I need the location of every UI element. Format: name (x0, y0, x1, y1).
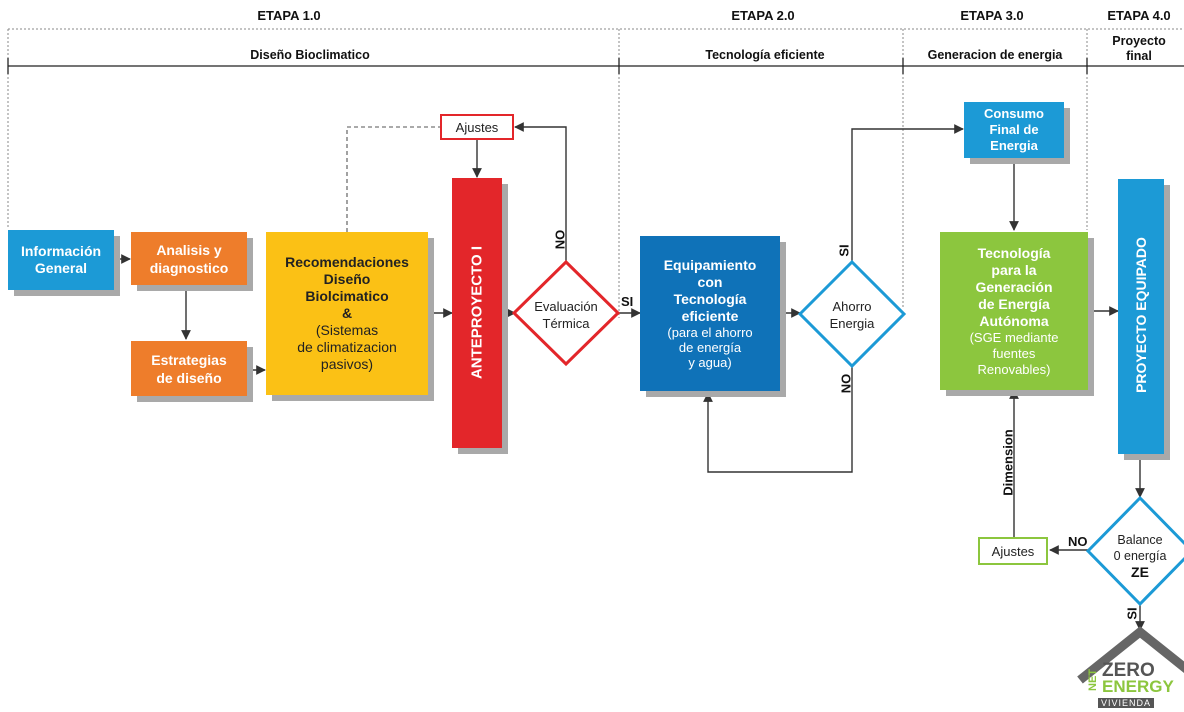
node-text-line: & (341, 305, 353, 321)
node-text-line: eficiente (681, 308, 739, 324)
stage-1-title: ETAPA 1.0 (257, 8, 321, 23)
analisis-box: Analisis y diagnostico (131, 232, 247, 285)
node-text-line: de Energía (978, 295, 1050, 312)
node-text-line: con (697, 274, 723, 290)
node-text-line: 0 energía (1113, 549, 1167, 563)
node-text-line: Analisis y (156, 241, 222, 258)
logo-net-text: NET (1087, 669, 1099, 691)
node-text-line: y agua) (688, 355, 732, 370)
stage-1-subtitle: Diseño Bioclimatico (250, 48, 370, 62)
node-text-line: Estrategias (151, 351, 227, 368)
node-text-line: Recomendaciones (285, 254, 409, 270)
ajustes-bottom-box: Ajustes (978, 537, 1048, 565)
stage-2-title: ETAPA 2.0 (731, 8, 795, 23)
node-text-line: Ahorro (832, 299, 872, 314)
node-text-line: (SGE mediante (969, 329, 1059, 345)
node-text-line: Térmica (542, 316, 590, 331)
node-text-line: Diseño (323, 271, 371, 287)
node-text-line: de energía (678, 340, 742, 355)
node-text-line: Energia (990, 138, 1038, 153)
stage-4-subtitle: Proyecto final (1094, 34, 1184, 64)
zero-energy-logo: NET ZERO ENERGY VIVIENDA (1086, 660, 1184, 712)
node-text-line: Información (20, 243, 102, 259)
stage-4-subtitle-line: Proyecto (1112, 34, 1166, 48)
node-text-line: General (34, 260, 88, 276)
stage-4-subtitle-line: final (1126, 49, 1152, 63)
edge-label-no-evaluacion: NO (552, 229, 568, 250)
ahorro-label: Ahorro Energia (810, 298, 894, 332)
node-text-line: de diseño (156, 369, 222, 386)
logo-zero-text: ZERO (1102, 660, 1155, 681)
node-text-line: Tecnología (977, 244, 1051, 261)
stage-2-subtitle: Tecnología eficiente (705, 48, 825, 62)
balance-label: Balance 0 energía ZE (1104, 532, 1176, 580)
node-text-line: pasivos) (320, 356, 374, 372)
equipamiento-box: Equipamiento con Tecnología eficiente (p… (640, 236, 780, 391)
node-text-line: para la (991, 261, 1037, 278)
balance-diamond (1085, 495, 1184, 607)
node-text-line: Equipamiento (663, 257, 757, 273)
informacion-general-box: Información General (8, 230, 114, 290)
estrategias-box: Estrategias de diseño (131, 341, 247, 396)
node-text-line: Generación (975, 278, 1053, 295)
node-text-line: fuentes (992, 345, 1036, 361)
stage-3-title: ETAPA 3.0 (960, 8, 1024, 23)
evaluacion-diamond (511, 259, 621, 367)
node-text-line: Autónoma (979, 312, 1049, 329)
node-text-line: Biolcimatico (305, 288, 389, 304)
node-text-line: (para el ahorro (667, 325, 753, 340)
recomendaciones-box: Recomendaciones Diseño Biolcimatico & (S… (266, 232, 428, 395)
node-text-line: Balance (1117, 533, 1163, 547)
node-text-line: Evaluación (534, 299, 598, 314)
edge-label-no-balance: NO (1068, 534, 1088, 549)
ahorro-diamond (797, 259, 907, 369)
anteproyecto-label: ANTEPROYECTO I (468, 245, 486, 380)
edge-label-no-ahorro: NO (838, 373, 854, 394)
balance-ze-label: ZE (1131, 564, 1149, 580)
logo-vivienda-text: VIVIENDA (1098, 698, 1155, 708)
node-text-line: Final de (989, 122, 1039, 137)
house-roof-icon (1077, 626, 1184, 684)
node-text-line: Energia (829, 316, 875, 331)
node-text-line: Renovables) (977, 361, 1051, 377)
node-text-line: Consumo (984, 106, 1044, 121)
proyecto-equipado-label: PROYECTO EQUIPADO (1133, 237, 1149, 393)
logo-energy-text: ENERGY (1102, 677, 1174, 696)
node-text-line: (Sistemas (315, 322, 379, 338)
node-text-line: diagnostico (149, 259, 229, 276)
tecnologia-generacion-box: Tecnología para la Generación de Energía… (940, 232, 1088, 390)
stage-3-subtitle: Generacion de energia (927, 48, 1063, 62)
proyecto-equipado-box: PROYECTO EQUIPADO (1118, 179, 1164, 454)
flow-connectors (114, 122, 1145, 631)
stage-separators (7, 58, 1184, 74)
edge-label-si-balance: SI (1124, 607, 1140, 620)
anteproyecto-box: ANTEPROYECTO I (452, 178, 502, 448)
consumo-box: Consumo Final de Energia (964, 102, 1064, 158)
edge-label-dimension: Dimension (1000, 429, 1016, 496)
ajustes-top-box: Ajustes (440, 114, 514, 140)
edge-label-si-ahorro: SI (836, 244, 852, 257)
stage-4-title: ETAPA 4.0 (1107, 8, 1171, 23)
edge-label-si-evaluacion: SI (621, 294, 634, 309)
node-text-line: Tecnología (673, 291, 747, 307)
node-text-line: de climatizacion (297, 339, 397, 355)
evaluacion-label: Evaluación Térmica (520, 298, 612, 332)
